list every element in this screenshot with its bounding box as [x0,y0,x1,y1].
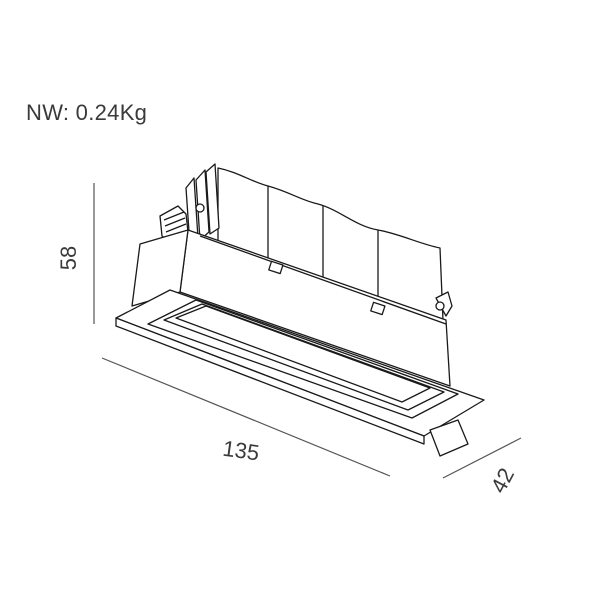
reflector-inner [175,305,431,403]
bracket-screw-right [435,301,445,311]
height-dimension-text: 58 [56,246,81,270]
reflector-panel [163,303,445,411]
net-weight-label: NW: 0.24Kg [26,100,148,125]
housing-inner-edge [199,235,447,325]
trim-front-lip [115,317,425,445]
length-dimension-line [101,357,391,477]
latch-tab-2 [370,301,386,316]
latch-tab-1 [268,260,284,275]
downlight-body [115,163,485,457]
length-dimension-text: 135 [221,436,261,466]
depth-dimension-text: 42 [486,464,520,497]
bracket-screw-left [195,203,205,213]
bottom-spring-tab [429,419,469,457]
spring-coils [163,211,187,233]
heat-fin-3 [205,163,220,235]
depth-dimension-line [442,437,522,479]
dimension-lines [93,183,522,479]
left-housing-side [131,229,189,307]
